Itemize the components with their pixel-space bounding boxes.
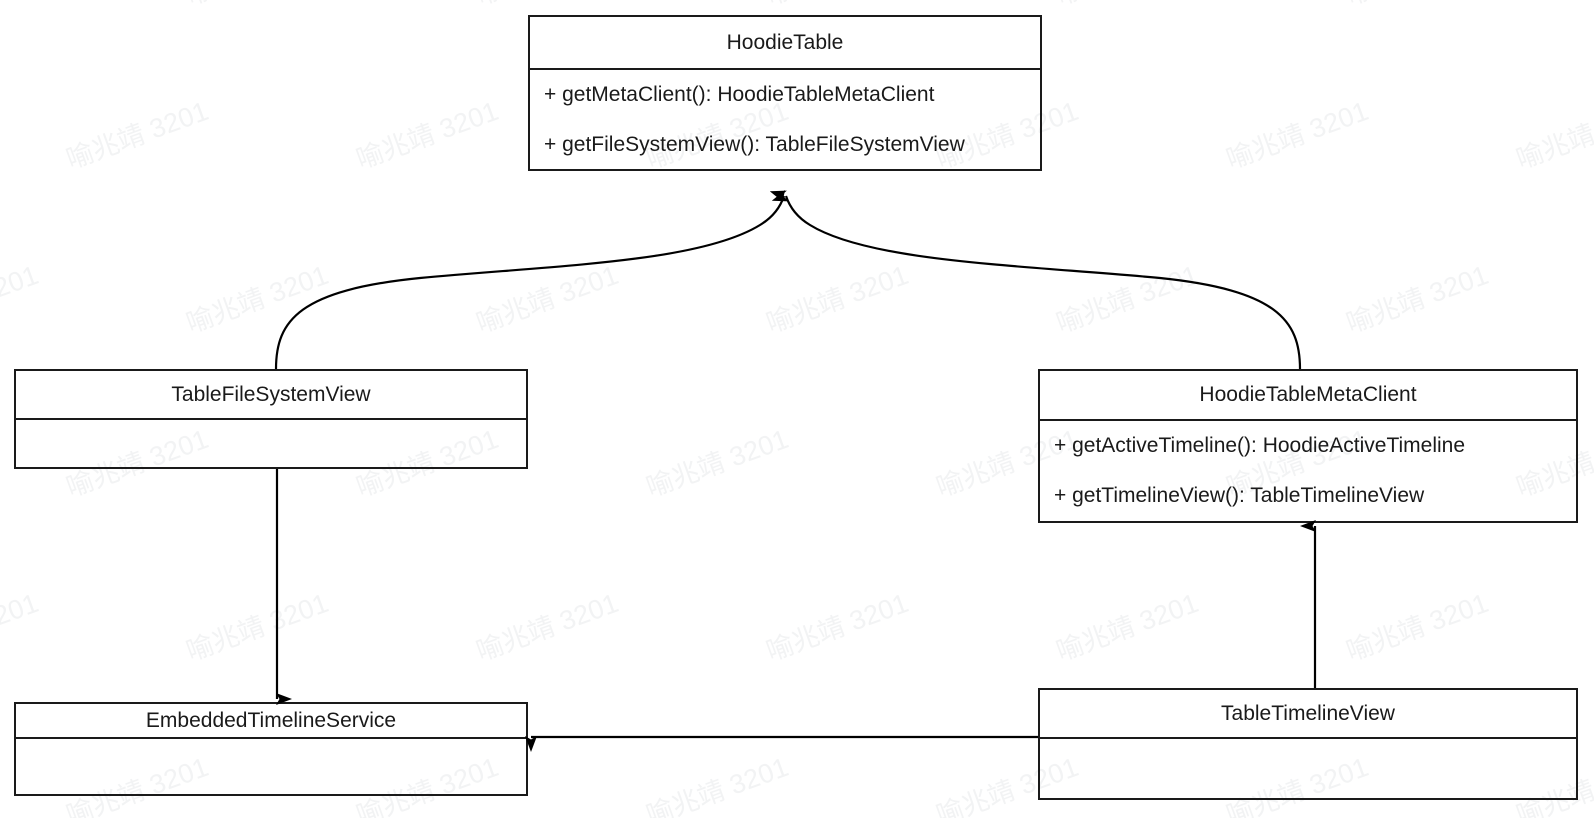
uml-member: + getActiveTimeline(): HoodieActiveTimel… [1054, 434, 1466, 458]
uml-divider [16, 418, 526, 420]
uml-divider [16, 737, 526, 739]
uml-class-embedded-timeline-service[interactable]: EmbeddedTimelineService [14, 702, 528, 796]
uml-class-name-table-timeline-view: TableTimelineView [1221, 701, 1395, 725]
uml-member: + getTimelineView(): TableTimelineView [1054, 484, 1425, 508]
uml-divider [530, 68, 1040, 70]
uml-members-table-timeline-view [1040, 739, 1576, 798]
uml-members-embedded-timeline-service [16, 739, 526, 796]
uml-member: + getMetaClient(): HoodieTableMetaClient [544, 83, 935, 107]
uml-class-name-hoodie-table: HoodieTable [726, 30, 844, 54]
uml-class-hoodie-table-meta-client[interactable]: HoodieTableMetaClient + getActiveTimelin… [1038, 369, 1578, 523]
uml-members-hoodie-table-meta-client: + getActiveTimeline(): HoodieActiveTimel… [1040, 421, 1576, 521]
uml-class-name-embedded-timeline-service: EmbeddedTimelineService [145, 708, 397, 732]
uml-class-name-hoodie-table-meta-client: HoodieTableMetaClient [1199, 383, 1417, 406]
uml-class-name-table-file-system-view: TableFileSystemView [171, 382, 371, 406]
uml-member: + getFileSystemView(): TableFileSystemVi… [544, 132, 965, 156]
uml-divider [1040, 737, 1576, 739]
uml-class-table-file-system-view[interactable]: TableFileSystemView [14, 369, 528, 469]
uml-members-hoodie-table: + getMetaClient(): HoodieTableMetaClient… [530, 70, 1040, 169]
uml-members-table-file-system-view [16, 420, 526, 467]
uml-class-table-timeline-view[interactable]: TableTimelineView [1038, 688, 1578, 800]
uml-divider [1040, 419, 1576, 421]
uml-class-hoodie-table[interactable]: HoodieTable + getMetaClient(): HoodieTab… [528, 15, 1042, 171]
